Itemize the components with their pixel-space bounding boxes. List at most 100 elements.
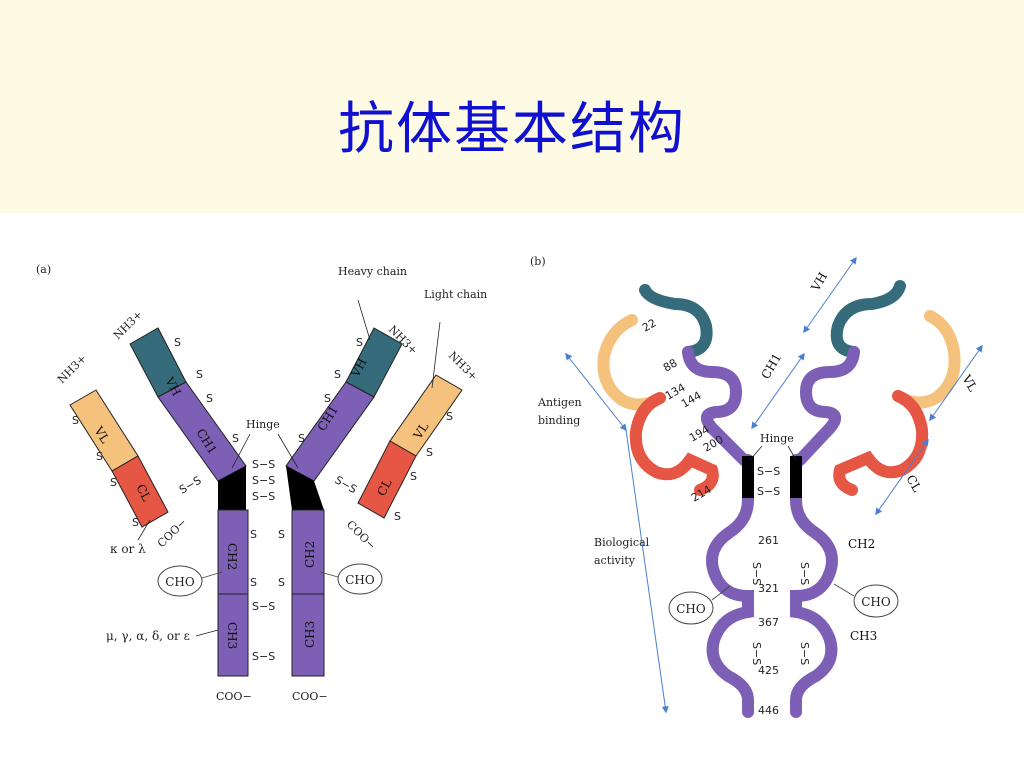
residue-446: 446 xyxy=(758,704,779,717)
residue-22: 22 xyxy=(640,316,659,334)
ch3-domain-right xyxy=(291,593,325,677)
cho-label-left-a: CHO xyxy=(165,575,195,589)
cho-label-right-a: CHO xyxy=(345,573,375,587)
cho-circle-right-a xyxy=(337,563,383,595)
residue-367: 367 xyxy=(758,616,779,629)
light-class-pointer xyxy=(137,519,151,541)
hinge-label-b: Hinge xyxy=(760,432,794,445)
ch3-label-b: CH3 xyxy=(850,629,877,643)
vl-span-arrow xyxy=(929,344,983,422)
ch1-label-b: CH1 xyxy=(758,351,784,382)
cl-label-b: CL xyxy=(903,473,924,495)
ch1-loop-right-b xyxy=(794,346,860,466)
intra-s-vh-right-2: S xyxy=(334,368,341,381)
cho-label-right-b: CHO xyxy=(861,595,891,609)
intra-s-cl-right-1: S xyxy=(410,470,417,483)
fc-right-ss-1: S−S xyxy=(798,562,811,585)
intra-s-vl-left-1: S xyxy=(72,414,79,427)
hinge-disulfide-2: S−S xyxy=(252,474,275,487)
antigen-binding-arrow xyxy=(565,352,627,432)
ch2-label-b: CH2 xyxy=(848,537,875,551)
ch3-label-right: CH3 xyxy=(303,621,317,648)
hinge-block-right-b xyxy=(790,456,802,498)
intra-s-ch1-left-1: S xyxy=(206,392,213,405)
residue-321: 321 xyxy=(758,582,779,595)
ch3-domain-left xyxy=(217,593,249,677)
light-heavy-disulfide-right: S−S xyxy=(333,473,360,496)
intra-s-ch2-right-2: S xyxy=(278,576,285,589)
cl-loop-left-b xyxy=(629,392,719,496)
cho-link-left-a xyxy=(201,571,223,579)
intra-s-vh-left-2: S xyxy=(196,368,203,381)
cl-span-arrow xyxy=(875,438,929,516)
antigen-binding-label-2: binding xyxy=(538,414,580,427)
cho-label-left-b: CHO xyxy=(676,602,706,616)
intra-s-ch2-left-1: S xyxy=(250,528,257,541)
cl-domain-left xyxy=(111,455,169,528)
hinge-disulfide-1: S−S xyxy=(252,458,275,471)
ch2-domain-right xyxy=(291,509,325,595)
intra-ss-ch3-2: S−S xyxy=(252,650,275,663)
ch2-label-left: CH2 xyxy=(225,543,239,570)
fc-left-ss-2: S−S xyxy=(750,642,763,665)
hinge-disulfide-3: S−S xyxy=(252,490,275,503)
light-chain-pointer xyxy=(431,321,441,389)
hinge-b-disulfide-1: S−S xyxy=(757,465,780,478)
heavy-chain-label: Heavy chain xyxy=(338,265,407,278)
vh-loop-right-b xyxy=(830,280,906,358)
residue-425: 425 xyxy=(758,664,779,677)
biological-activity-label-1: Biological xyxy=(594,536,650,549)
hinge-label-a: Hinge xyxy=(246,418,280,431)
vl-loop-left-b xyxy=(597,314,666,411)
coo-light-right: COO− xyxy=(344,518,378,552)
hinge-right xyxy=(286,466,324,510)
ch3-label-left: CH3 xyxy=(225,622,239,649)
hinge-block-left-b xyxy=(742,456,754,498)
biological-activity-arrow xyxy=(625,429,669,714)
intra-s-ch2-left-2: S xyxy=(250,576,257,589)
cho-circle-left-b xyxy=(668,591,714,625)
vh-span-arrow xyxy=(803,256,857,334)
intra-ss-ch3-1: S−S xyxy=(252,600,275,613)
intra-s-vh-right-1: S xyxy=(356,336,363,349)
fc-chain-right-b xyxy=(790,454,838,718)
intra-s-vh-left-1: S xyxy=(174,336,181,349)
nh3-heavy-left: NH3+ xyxy=(111,308,145,342)
intra-s-vl-right-2: S xyxy=(426,446,433,459)
residue-88: 88 xyxy=(661,356,680,374)
ch1-span-arrow xyxy=(751,352,805,430)
vh-loop-left-b xyxy=(639,284,713,358)
heavy-class-pointer xyxy=(195,629,219,637)
fc-left-ss-1: S−S xyxy=(750,562,763,585)
cho-circle-left-a xyxy=(157,565,203,597)
intra-s-ch2-right-1: S xyxy=(278,528,285,541)
hinge-b-pointer-right xyxy=(787,445,797,461)
cl-domain-right xyxy=(357,440,417,519)
light-chain-label: Light chain xyxy=(424,288,487,301)
coo-heavy-left: COO− xyxy=(216,690,252,703)
light-chain-class-label: κ or λ xyxy=(110,542,146,556)
panel-a: (a) VH CH1 CH2 CH3 VH CH1 CH2 CH3 VL CL … xyxy=(36,263,487,703)
ch1-loop-left-b xyxy=(682,346,750,466)
coo-heavy-right: COO− xyxy=(292,690,328,703)
vl-loop-right-b xyxy=(892,310,961,409)
nh3-light-right: NH3+ xyxy=(446,349,480,383)
intra-s-cl-right-2: S xyxy=(394,510,401,523)
intra-s-vl-right-1: S xyxy=(446,410,453,423)
intra-s-cl-left-1: S xyxy=(110,476,117,489)
fc-chain-left-b xyxy=(706,454,754,718)
fc-right-ss-2: S−S xyxy=(798,642,811,665)
hinge-b-disulfide-2: S−S xyxy=(757,485,780,498)
intra-s-vl-left-2: S xyxy=(96,450,103,463)
slide-title: 抗体基本结构 xyxy=(338,97,686,162)
light-heavy-disulfide-left: S−S xyxy=(177,474,204,497)
biological-activity-label-2: activity xyxy=(594,554,636,567)
residue-261: 261 xyxy=(758,534,779,547)
cho-link-left-b xyxy=(711,585,731,601)
hinge-pointer-right xyxy=(277,433,299,469)
antigen-binding-label-1: Antigen xyxy=(537,396,582,409)
panel-b: (b) Hinge S−S S−S 22 88 134 144 194 xyxy=(530,255,983,718)
panel-b-tag: (b) xyxy=(530,255,546,268)
cho-link-right-b xyxy=(833,583,855,597)
